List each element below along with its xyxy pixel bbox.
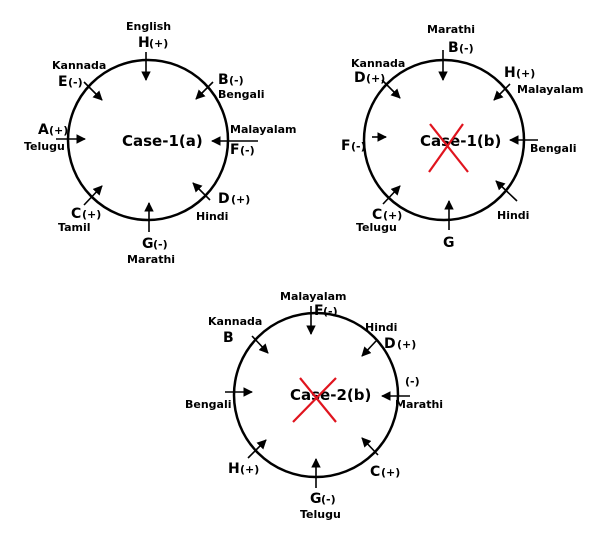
- case-2b-sign-g: (-): [321, 493, 336, 506]
- case-1a-letter-d: D: [218, 191, 230, 207]
- case-2b-arrow-b: [251, 335, 269, 354]
- case-1a-sign-g: (-): [153, 238, 168, 251]
- case-1b-letter-h: H: [504, 65, 516, 81]
- case-1a-label-tamil: Tamil: [58, 221, 91, 234]
- case-1b-letter-b: B: [448, 40, 459, 56]
- case-1a-letter-f: F: [230, 142, 240, 158]
- case-1a-label-malayalam: Malayalam: [230, 123, 296, 136]
- case-1a-arrow-b: [195, 81, 214, 100]
- case-2b-arrow-c: [361, 437, 379, 456]
- case-2b-letter-b: B: [223, 330, 234, 346]
- case-1b-label-hindi: Hindi: [497, 209, 529, 222]
- case-1a-sign-h: (+): [149, 37, 168, 50]
- case-2b-title: Case-2(b): [290, 386, 371, 404]
- case-1b-title: Case-1(b): [420, 132, 501, 150]
- case-1b-diagram: Case-1(b) Marathi B (-) Kannada D (+) H …: [341, 23, 583, 251]
- case-1a-letter-c: C: [71, 206, 81, 222]
- case-1b-sign-h: (+): [516, 67, 535, 80]
- case-1a-diagram: Case-1(a) English H (+) Kannada E (-) B …: [24, 20, 296, 266]
- case-1a-title: Case-1(a): [122, 132, 203, 150]
- case-2b-letter-d: D: [384, 336, 396, 352]
- case-1a-letter-h: H: [138, 35, 150, 51]
- case-1b-letter-g: G: [443, 235, 455, 251]
- case-1a-letter-g: G: [142, 236, 154, 252]
- case-1a-letter-e: E: [58, 74, 68, 90]
- case-1b-cross-mark: [428, 123, 469, 173]
- case-1a-sign-f: (-): [240, 144, 255, 157]
- case-2b-sign-c: (+): [381, 466, 400, 479]
- case-1b-letter-d: D: [354, 70, 366, 86]
- case-1b-arrow-d: [381, 79, 401, 99]
- case-2b-diagram: Case-2(b) Malayalam F (-) Kannada B Hind…: [185, 290, 443, 521]
- case-1b-arrow-hindi: [495, 180, 518, 202]
- case-1b-sign-b: (-): [459, 42, 474, 55]
- case-1b-arrow-h: [493, 83, 511, 101]
- case-1b-label-telugu: Telugu: [356, 221, 397, 234]
- case-1b-sign-f: (-): [351, 140, 366, 153]
- case-1a-label-marathi: Marathi: [127, 253, 175, 266]
- case-1b-label-kannada: Kannada: [351, 57, 405, 70]
- case-1a-label-hindi: Hindi: [196, 210, 228, 223]
- case-1a-letter-a: A: [38, 122, 49, 138]
- case-1b-arrow-c: [382, 185, 401, 205]
- case-1a-sign-e: (-): [68, 76, 83, 89]
- case-2b-letter-g: G: [310, 491, 322, 507]
- case-1a-label-bengali: Bengali: [218, 88, 265, 101]
- case-1a-letter-b: B: [218, 72, 229, 88]
- case-2b-label-telugu: Telugu: [300, 508, 341, 521]
- case-2b-label-marathi: Marathi: [395, 398, 443, 411]
- case-1a-sign-a: (+): [49, 124, 68, 137]
- case-2b-cross-mark: [292, 377, 337, 423]
- case-1a-arrow-e: [83, 81, 103, 101]
- case-2b-sign-h: (+): [240, 463, 259, 476]
- case-1a-arrow-d: [192, 182, 211, 201]
- case-2b-letter-h: H: [228, 461, 240, 477]
- case-1a-sign-c: (+): [82, 208, 101, 221]
- case-2b-label-kannada: Kannada: [208, 315, 262, 328]
- case-1b-label-marathi: Marathi: [427, 23, 475, 36]
- case-1a-sign-b: (-): [229, 74, 244, 87]
- case-2b-label-hindi: Hindi: [365, 321, 397, 334]
- case-1a-arrow-c: [83, 185, 103, 206]
- case-1a-ring: [66, 58, 230, 222]
- case-1b-sign-c: (+): [383, 209, 402, 222]
- case-1a-sign-d: (+): [231, 193, 250, 206]
- case-1b-label-malayalam: Malayalam: [517, 83, 583, 96]
- case-2b-arrow-d: [361, 340, 377, 357]
- case-2b-letter-f: F: [314, 303, 324, 319]
- case-2b-label-bengali: Bengali: [185, 398, 232, 411]
- case-1a-label-telugu: Telugu: [24, 140, 65, 153]
- case-2b-sign-f: (-): [323, 305, 338, 318]
- case-2b-sign-d: (+): [397, 338, 416, 351]
- case-2b-sign-marathi: (-): [405, 375, 420, 388]
- case-1b-letter-c: C: [372, 207, 382, 223]
- case-2b-arrow-h: [247, 439, 267, 459]
- case-2b-letter-c: C: [370, 464, 380, 480]
- case-1b-sign-d: (+): [366, 72, 385, 85]
- case-2b-label-malayalam: Malayalam: [280, 290, 346, 303]
- case-1b-label-bengali: Bengali: [530, 142, 577, 155]
- case-1b-letter-f: F: [341, 138, 351, 154]
- case-1a-label-english: English: [126, 20, 171, 33]
- case-1a-label-kannada: Kannada: [52, 59, 106, 72]
